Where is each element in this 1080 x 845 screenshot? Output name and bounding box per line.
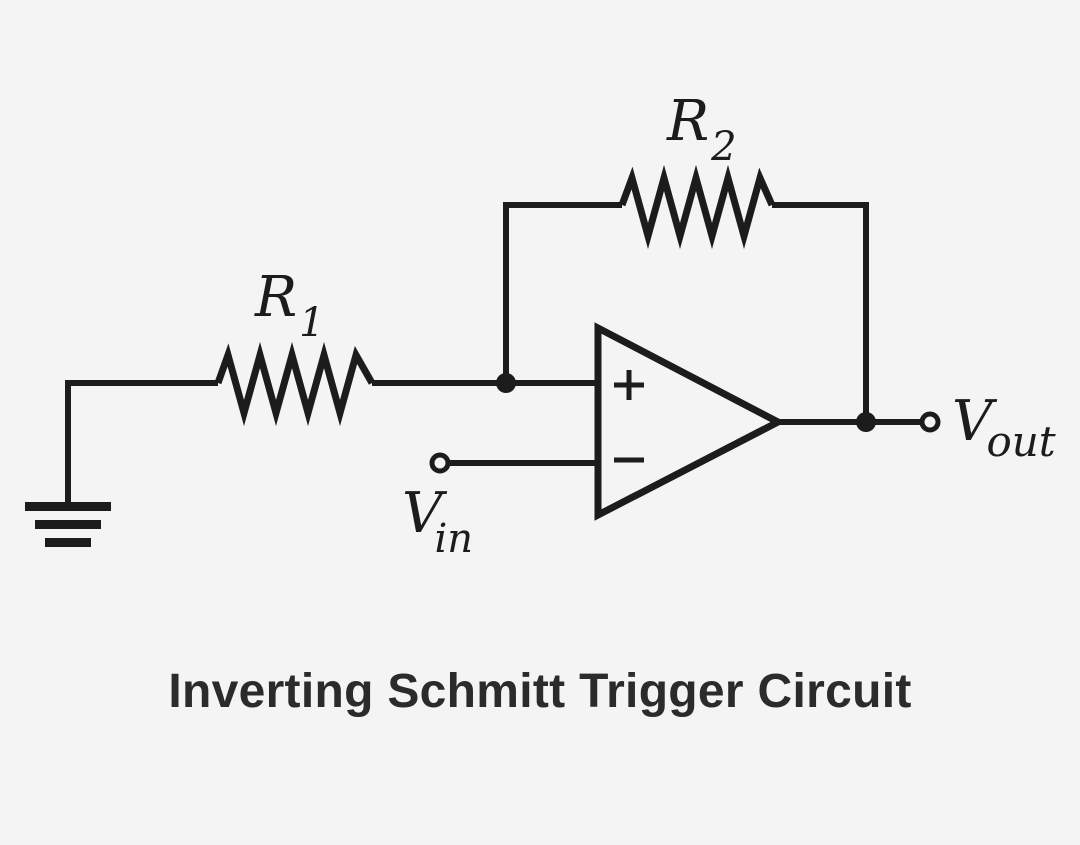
vin-input: Vin	[402, 452, 598, 562]
ground-bar-bottom	[45, 538, 91, 547]
r2-label-sub: 2	[710, 124, 736, 170]
vin-label: Vin	[402, 481, 473, 562]
feedback-wire-right	[772, 202, 869, 422]
vout-output: Vout	[778, 389, 1056, 466]
r2-label: R2	[666, 89, 737, 170]
feedback-path: R2	[503, 89, 869, 422]
vin-label-sub: in	[434, 516, 473, 562]
ground-symbol	[25, 380, 218, 547]
resistor-r1-zigzag	[214, 341, 376, 427]
diagram-caption: Inverting Schmitt Trigger Circuit	[168, 665, 912, 718]
r1-label: R1	[254, 265, 325, 346]
r2-label-main: R	[666, 89, 709, 154]
r1-label-main: R	[254, 265, 297, 330]
op-amp	[594, 322, 786, 521]
ground-bar-middle	[35, 520, 101, 529]
vout-label-sub: out	[986, 417, 1055, 466]
vout-label: Vout	[952, 389, 1056, 466]
ground-wire	[65, 380, 218, 507]
vout-label-main: V	[952, 389, 998, 454]
vin-terminal	[429, 452, 451, 474]
ground-bar-top	[25, 502, 111, 511]
junction-dot-output	[856, 412, 876, 432]
resistor-r2-zigzag	[618, 164, 776, 250]
vout-terminal	[919, 411, 941, 433]
feedback-wire-left	[503, 202, 622, 383]
junction-dot-plus	[496, 373, 516, 393]
vin-label-main: V	[402, 481, 448, 546]
resistor-r1: R1	[214, 265, 376, 427]
op-amp-triangle	[594, 322, 786, 521]
r1-label-sub: 1	[299, 300, 324, 346]
